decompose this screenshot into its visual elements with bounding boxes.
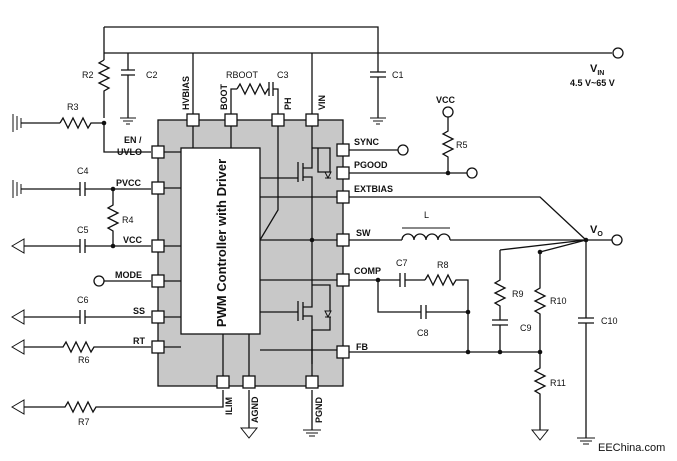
vin-terminal <box>612 47 624 59</box>
pin-label-uvlo: UVLO <box>117 147 142 157</box>
label-c8: C8 <box>417 328 429 338</box>
pin-label-fb: FB <box>356 342 368 352</box>
pin-label-mode: MODE <box>115 270 142 280</box>
pin-label-extbias: EXTBIAS <box>354 184 393 194</box>
pgood-terminal <box>466 167 478 179</box>
label-l: L <box>424 210 429 220</box>
label-c5: C5 <box>77 225 89 235</box>
net-label-vin-range: 4.5 V~65 V <box>570 78 615 88</box>
net-label-vin: VIN <box>590 63 604 77</box>
pin-label-vin: VIN <box>317 95 327 110</box>
pin-label-ilim: ILIM <box>224 397 234 415</box>
pin-label-sw: SW <box>356 228 371 238</box>
label-r6: R6 <box>78 355 90 365</box>
label-r10: R10 <box>550 296 567 306</box>
label-r4: R4 <box>122 215 134 225</box>
pin-label-pgood: PGOOD <box>354 160 388 170</box>
label-c10: C10 <box>601 316 618 326</box>
mode-terminal <box>93 275 105 287</box>
pin-label-pgnd: PGND <box>314 396 324 423</box>
label-r5: R5 <box>456 140 468 150</box>
label-c1: C1 <box>392 70 404 80</box>
label-c7: C7 <box>396 258 408 268</box>
pwm-core-label: PWM Controller with Driver <box>214 159 229 327</box>
label-r7: R7 <box>78 417 90 427</box>
pin-squares <box>151 113 350 389</box>
label-c4: C4 <box>77 166 89 176</box>
pin-label-ss: SS <box>133 306 145 316</box>
label-r3: R3 <box>67 102 79 112</box>
label-r8: R8 <box>437 260 449 270</box>
pwm-core-block <box>180 147 261 335</box>
pin-label-agnd: AGND <box>250 396 260 423</box>
label-c6: C6 <box>77 295 89 305</box>
watermark: EEChina.com <box>598 442 665 454</box>
pin-label-comp: COMP <box>354 266 381 276</box>
vo-terminal <box>611 234 623 246</box>
net-label-vo: VO <box>590 224 603 238</box>
net-label-vcc: VCC <box>436 95 456 105</box>
pin-label-ph: PH <box>283 97 293 110</box>
pin-label-boot: BOOT <box>219 83 229 110</box>
pin-label-pvcc: PVCC <box>116 178 142 188</box>
pin-label-hvbias: HVBIAS <box>181 76 191 110</box>
pin-label-vcc: VCC <box>123 235 143 245</box>
label-c9: C9 <box>520 323 532 333</box>
sync-terminal <box>397 144 409 156</box>
vcc-terminal <box>442 106 454 118</box>
label-r9: R9 <box>512 289 524 299</box>
label-rboot: RBOOT <box>226 70 259 80</box>
pin-label-en: EN / <box>124 135 142 145</box>
pin-label-sync: SYNC <box>354 137 380 147</box>
label-r2: R2 <box>82 70 94 80</box>
label-r11: R11 <box>550 378 566 388</box>
pin-label-rt: RT <box>133 336 145 346</box>
label-c3: C3 <box>277 70 289 80</box>
label-c2: C2 <box>146 70 158 80</box>
